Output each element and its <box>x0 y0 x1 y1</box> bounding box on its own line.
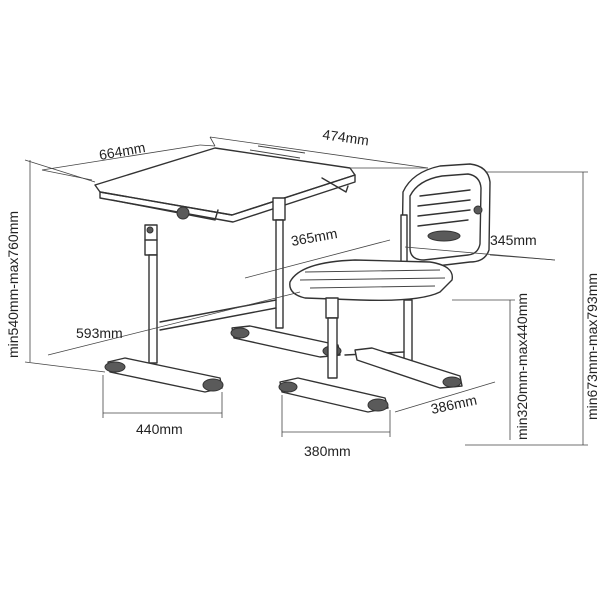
label-chair-base-depth: 386mm <box>429 392 478 417</box>
chair <box>278 163 491 413</box>
label-desk-height: min540mm-max760mm <box>5 211 21 358</box>
label-chair-seat-height: min320mm-max440mm <box>514 293 530 440</box>
label-desk-depth: 474mm <box>322 126 370 148</box>
desk <box>94 145 356 393</box>
label-desk-base-width: 440mm <box>136 421 183 437</box>
label-desk-leg-depth: 593mm <box>76 325 123 341</box>
label-desk-width: 664mm <box>98 139 147 163</box>
label-chair-base-width: 380mm <box>304 443 351 459</box>
label-chair-seat-width: 365mm <box>290 225 339 249</box>
label-chair-back-width: 345mm <box>490 232 537 248</box>
dimension-lines <box>24 136 588 446</box>
label-chair-total-height: min673mm-max793mm <box>584 273 600 420</box>
